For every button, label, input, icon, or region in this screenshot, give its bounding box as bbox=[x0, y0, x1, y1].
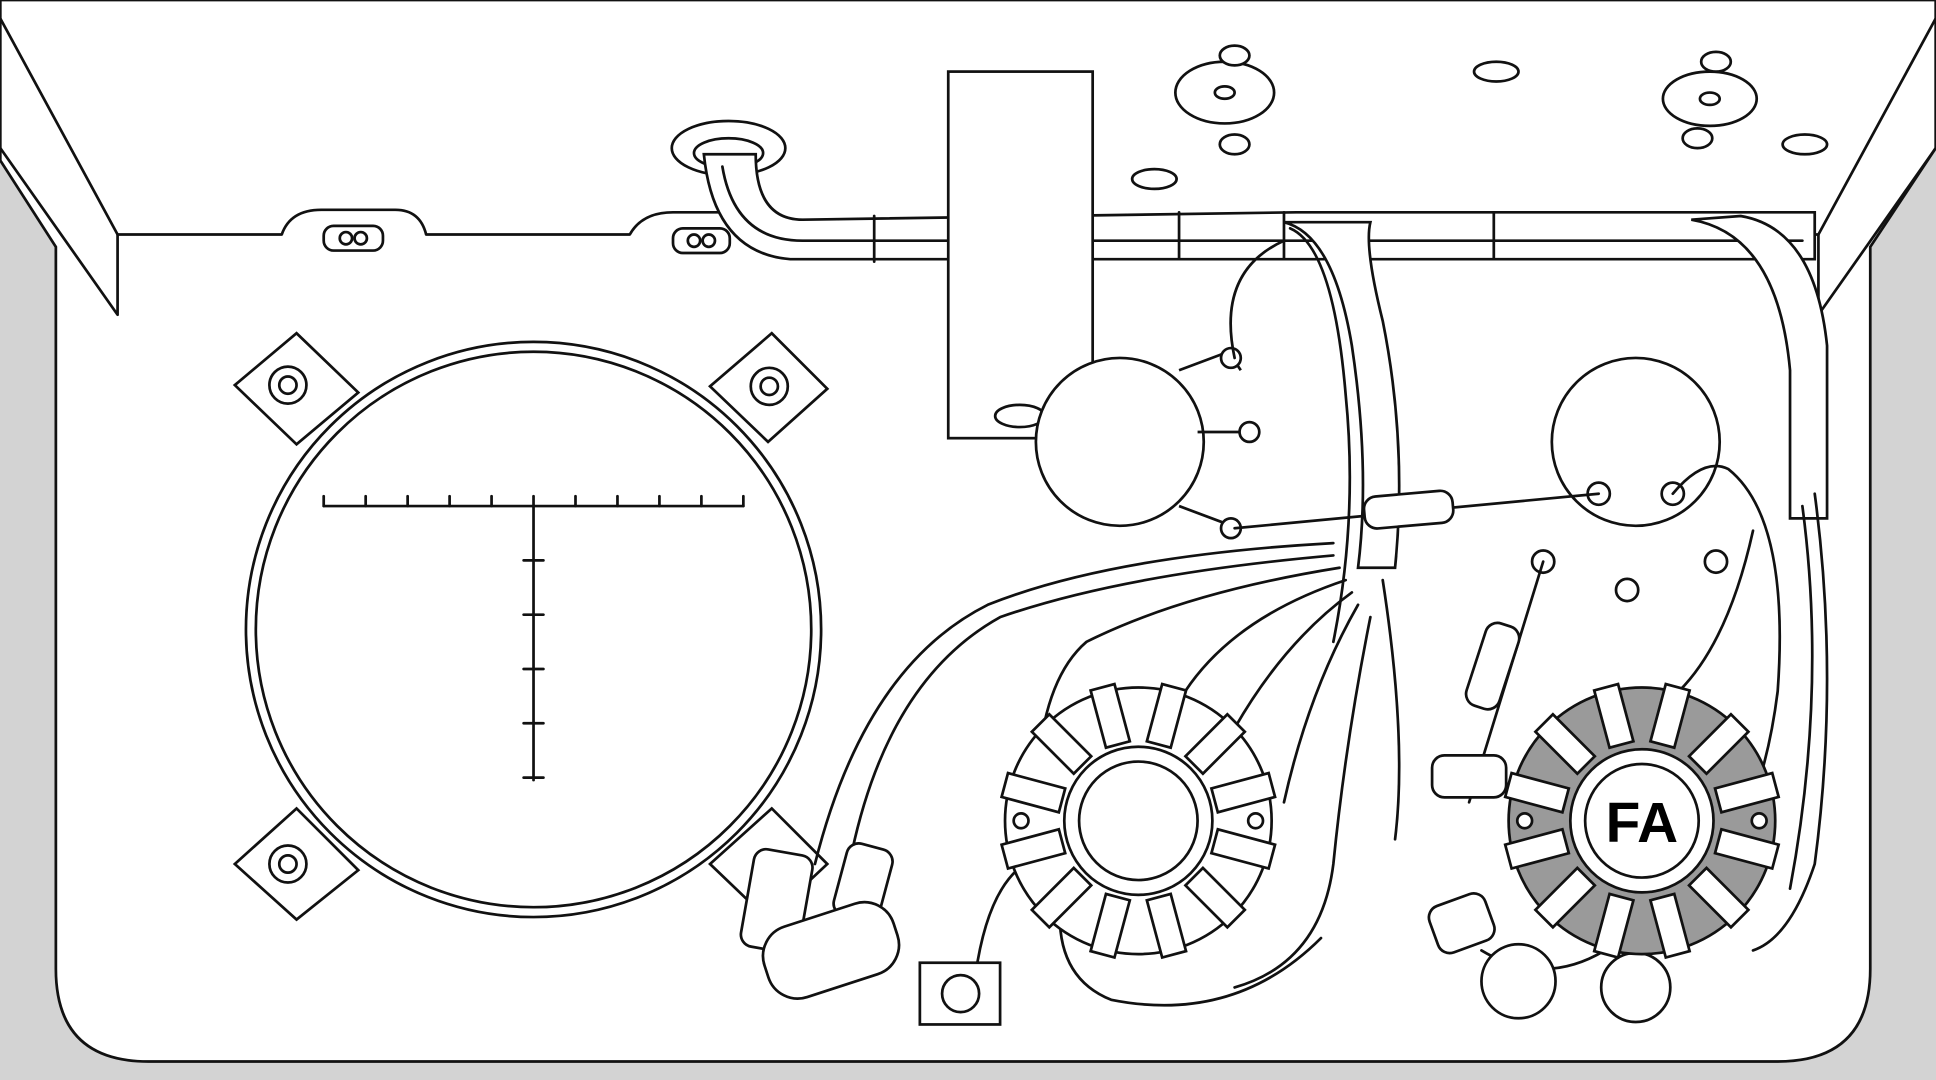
switch-lug bbox=[1713, 771, 1781, 814]
terminal-strip bbox=[918, 961, 1002, 1026]
switch-lug bbox=[1209, 827, 1277, 871]
switch-lug bbox=[1145, 682, 1188, 750]
switch-lug bbox=[1648, 682, 1692, 750]
mounting-screw bbox=[1750, 812, 1768, 830]
switch-lug bbox=[1029, 866, 1094, 930]
switch-lug bbox=[1088, 682, 1132, 750]
mounting-screw bbox=[1515, 812, 1534, 830]
mounting-screw bbox=[1246, 812, 1265, 830]
switch-lug bbox=[1687, 866, 1751, 930]
mounting-screw bbox=[1012, 812, 1030, 830]
switch-lug bbox=[1183, 712, 1247, 776]
switch-lug bbox=[1648, 892, 1692, 960]
switch-rotor bbox=[1583, 762, 1701, 879]
resistor-diagonal bbox=[1464, 621, 1521, 711]
tube-socket-top-2 bbox=[1661, 50, 1759, 150]
switch-label: FA bbox=[1606, 792, 1679, 855]
panel-slot-left bbox=[322, 224, 385, 252]
grommet bbox=[1781, 133, 1829, 156]
switch-lug bbox=[999, 771, 1067, 814]
capacitor-bank bbox=[739, 842, 901, 1000]
switch-lug bbox=[1533, 712, 1597, 776]
switch-lug bbox=[1592, 682, 1636, 750]
wafer-switch-fa bbox=[1480, 682, 1781, 1024]
tube-socket-1 bbox=[1034, 346, 1261, 540]
tube-socket-top-1 bbox=[1174, 44, 1276, 156]
switch-rotor bbox=[1077, 760, 1199, 882]
switch-lug bbox=[1713, 827, 1781, 871]
wafer-switch-left bbox=[999, 682, 1277, 960]
switch-lug bbox=[1533, 866, 1597, 930]
switch-lug bbox=[1503, 771, 1571, 814]
resistor-horizontal bbox=[1362, 489, 1455, 530]
switch-lug bbox=[1209, 771, 1277, 814]
switch-lug bbox=[1183, 866, 1247, 930]
graticule bbox=[322, 494, 745, 782]
switch-lug bbox=[1029, 712, 1094, 776]
capacitor bbox=[1430, 754, 1508, 799]
panel-slot-right bbox=[671, 226, 732, 255]
switch-lug bbox=[1145, 892, 1188, 960]
switch-lug bbox=[1088, 892, 1132, 960]
switch-lug bbox=[1687, 712, 1751, 776]
wires bbox=[813, 239, 1829, 1007]
right-flange bbox=[1817, 17, 1936, 317]
grommet bbox=[1472, 60, 1520, 83]
switch-lug bbox=[999, 827, 1067, 871]
left-flange bbox=[0, 17, 119, 317]
grommet bbox=[1130, 167, 1178, 191]
crt-screen bbox=[254, 350, 813, 909]
switch-lug bbox=[1592, 892, 1636, 960]
switch-lug bbox=[1503, 827, 1571, 871]
capacitor bbox=[1427, 892, 1496, 955]
